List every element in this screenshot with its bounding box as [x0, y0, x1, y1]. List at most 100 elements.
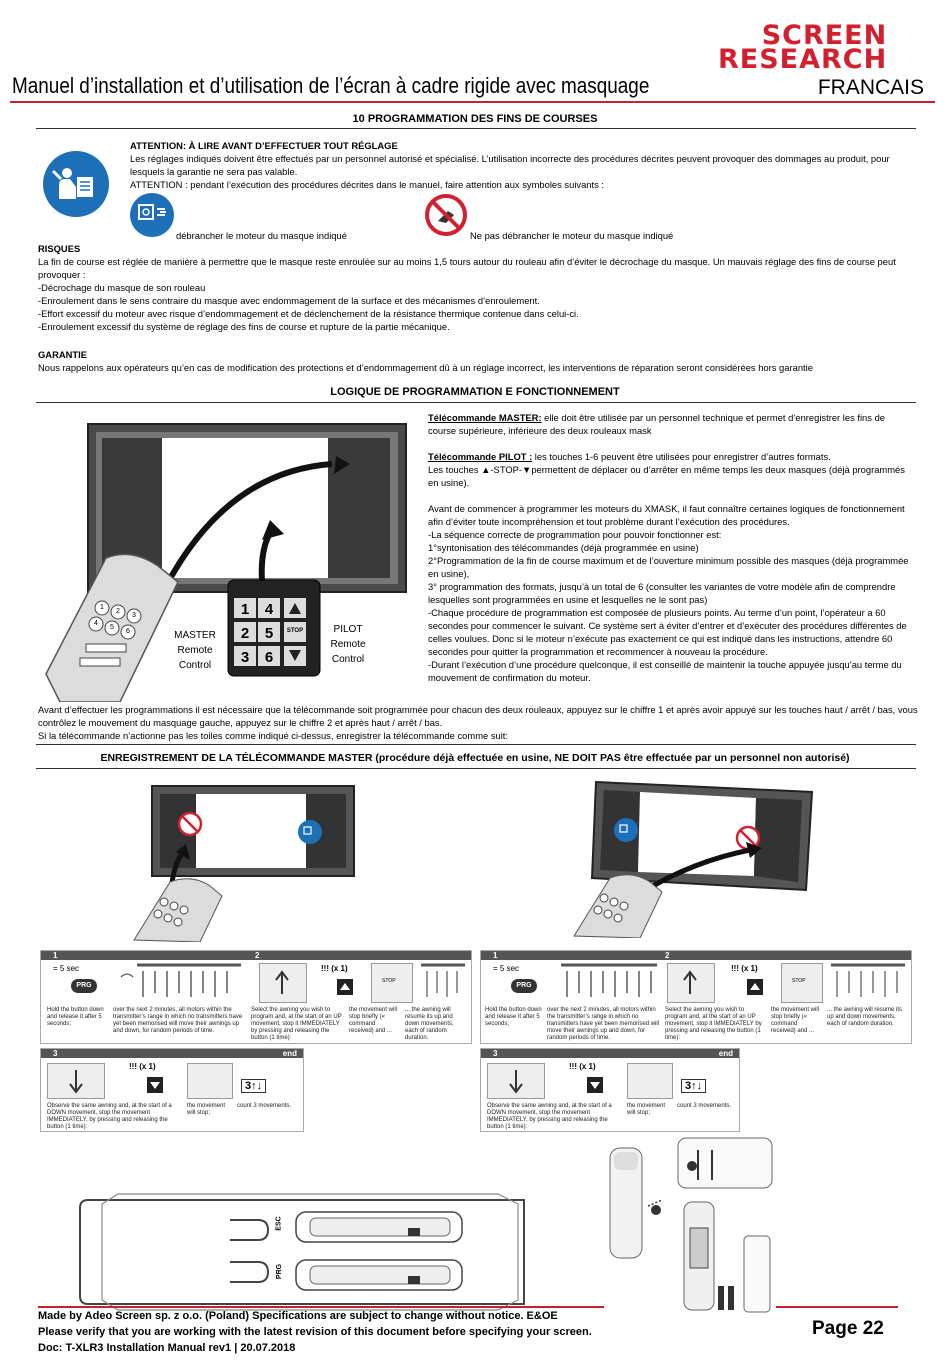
risk-item: -Enroulement excessif du système de régl… [38, 321, 450, 332]
step-number: 2 [255, 951, 260, 960]
prg-board-label: PRG [276, 1263, 284, 1280]
times-label: !!! (x 1) [321, 964, 348, 973]
master-key: 2 [116, 608, 120, 615]
awning-up-icon [667, 963, 715, 1003]
risk-item: -Enroulement dans le sens contraire du m… [38, 295, 540, 306]
logic-line: -La séquence correcte de programmation p… [428, 529, 722, 540]
awning-resume-icon [829, 963, 907, 1001]
pilot-key: 6 [264, 649, 274, 666]
logic-line: 1°syntonisation des télécommandes (déjà … [428, 542, 699, 553]
time-label: = 5 sec [493, 964, 520, 973]
times-label: !!! (x 1) [569, 1062, 596, 1071]
section-rule [36, 128, 916, 129]
step-bar: 3 end [41, 1049, 303, 1058]
remote-label-line: Remote [177, 645, 213, 656]
step-number: 3 [493, 1049, 498, 1058]
logo-line1: SCREEN [761, 20, 888, 51]
caption: Select the awning you wish to program an… [251, 1007, 342, 1041]
remote-label-line: Control [331, 654, 365, 665]
attention-title: ATTENTION: À LIRE AVANT D’EFFECTUER TOUT… [130, 140, 398, 151]
bottom-paragraph: Avant d’effectuer les programmations il … [38, 703, 918, 742]
logic-rule [36, 402, 916, 403]
symbol2-label: Ne pas débrancher le moteur du masque in… [470, 230, 674, 241]
logic-heading: LOGIQUE DE PROGRAMMATION E FONCTIONNEMEN… [330, 386, 620, 398]
step-bar: 3 end [481, 1049, 739, 1058]
master-key: 4 [94, 620, 98, 627]
awning-resume-icon [419, 963, 467, 1001]
risk-item: -Effort excessif du moteur avec risque d… [38, 308, 579, 319]
register-rule [36, 768, 916, 769]
times-label: !!! (x 1) [129, 1062, 156, 1071]
end-label: end [282, 1049, 297, 1058]
logic-line: 2°Programmation de la fin de course maxi… [428, 555, 909, 579]
pilot-remote-label: PILOT Remote Control [320, 622, 376, 667]
pilot-key: 1 [240, 601, 250, 618]
pilot-label: Télécommande PILOT : [428, 451, 533, 462]
logic-text: Télécommande MASTER: elle doit être util… [428, 411, 914, 684]
register-top-rule [36, 744, 916, 745]
awning-movement-icon [113, 963, 243, 1001]
master-key: 6 [126, 628, 130, 635]
register-heading: ENREGISTREMENT DE LA TÉLÉCOMMANDE MASTER… [100, 752, 850, 764]
esc-label: ESC [275, 1216, 283, 1231]
risks-text: La fin de course est réglée de manière à… [38, 256, 896, 280]
awning-movement-icon [547, 963, 659, 1001]
down-button-icon [587, 1077, 603, 1093]
footer-line1: Made by Adeo Screen sp. z o.o. (Poland) … [38, 1310, 558, 1322]
brand-logo: SCREEN RESEARCH [718, 20, 888, 73]
remote-board-diagram: ESC PRG [78, 1190, 534, 1314]
caption: over the next 2 minutes, all motors with… [113, 1007, 243, 1034]
logic-intro: Avant de commencer à programmer les mote… [428, 503, 905, 527]
caption: Observe the same awning and, at the star… [47, 1103, 172, 1130]
pilot-key: 4 [264, 601, 274, 618]
awning-stopped-icon [187, 1063, 233, 1099]
instruction-panel-left-top: 1 2 = 5 sec PRG !!! (x 1) STOP Hold the … [40, 950, 472, 1044]
stop-label: STOP [382, 978, 396, 984]
master-text: elle doit être utilisée par un personnel… [428, 412, 885, 436]
remote-label-line: Remote [330, 639, 366, 650]
master-remote-label: MASTER Remote Control [164, 628, 226, 673]
do-not-unplug-icon [424, 193, 468, 237]
warranty-block: GARANTIE Nous rappelons aux opérateurs q… [38, 348, 918, 374]
attention-text: Les réglages indiqués doivent être effec… [130, 153, 890, 177]
caption: the movement will stop; [627, 1103, 666, 1116]
symbol1-label: débrancher le moteur du masque indiqué [176, 230, 347, 241]
footer-line3: Doc: T-XLR3 Installation Manual rev1 | 2… [38, 1342, 296, 1354]
step-bar: 1 2 [41, 951, 471, 960]
step-bar: 1 2 [481, 951, 911, 960]
risk-item: -Décrochage du masque de son rouleau [38, 282, 206, 293]
page-number: Page 22 [812, 1318, 884, 1339]
times-label: !!! (x 1) [731, 964, 758, 973]
caption: the movement will stop briefly (« comman… [349, 1007, 398, 1034]
caption: the movement will stop briefly (« comman… [771, 1007, 820, 1034]
bottom-para: Avant d’effectuer les programmations il … [38, 704, 918, 728]
master-label: Télécommande MASTER: [428, 412, 542, 423]
language-label: FRANCAIS [817, 76, 924, 99]
attention-note: ATTENTION : pendant l’exécution des proc… [130, 179, 605, 190]
instruction-panel-left-bottom: 3 end !!! (x 1) 3↑↓ Observe the same awn… [40, 1048, 304, 1132]
attention-block: ATTENTION: À LIRE AVANT D’EFFECTUER TOUT… [130, 139, 910, 191]
pilot-key: 3 [240, 649, 250, 666]
caption: ... the awning will resume its up and do… [405, 1007, 454, 1041]
warranty-title: GARANTIE [38, 349, 87, 360]
pilot-text2: Les touches ▲-STOP-▼permettent de déplac… [428, 464, 905, 488]
logic-line: -Durant l’exécution d’une procédure quel… [428, 659, 902, 683]
caption: Select the awning you wish to program an… [665, 1007, 762, 1041]
stop-label: STOP [792, 978, 806, 984]
risks-block: RISQUES La fin de course est réglée de m… [38, 242, 918, 333]
prg-button-icon: PRG [71, 979, 97, 993]
battery-diagram [600, 1136, 776, 1316]
warranty-text: Nous rappelons aux opérateurs qu’en cas … [38, 362, 813, 373]
footer-line2: Please verify that you are working with … [38, 1326, 592, 1338]
prg-button-icon: PRG [511, 979, 537, 993]
caption: Hold the button down and release it afte… [485, 1007, 542, 1027]
caption: over the next 2 minutes, all motors with… [547, 1007, 660, 1041]
master-key: 5 [110, 624, 114, 631]
read-manual-icon [43, 151, 109, 217]
bottom-para2: Si la télécommande n’actionne pas les to… [38, 730, 509, 741]
footer-rule-left [38, 1306, 604, 1308]
caption: count 3 movements. [237, 1103, 292, 1109]
awning-stopped-icon [627, 1063, 673, 1099]
end-label: end [718, 1049, 733, 1058]
caption: the movement will stop; [187, 1103, 226, 1116]
